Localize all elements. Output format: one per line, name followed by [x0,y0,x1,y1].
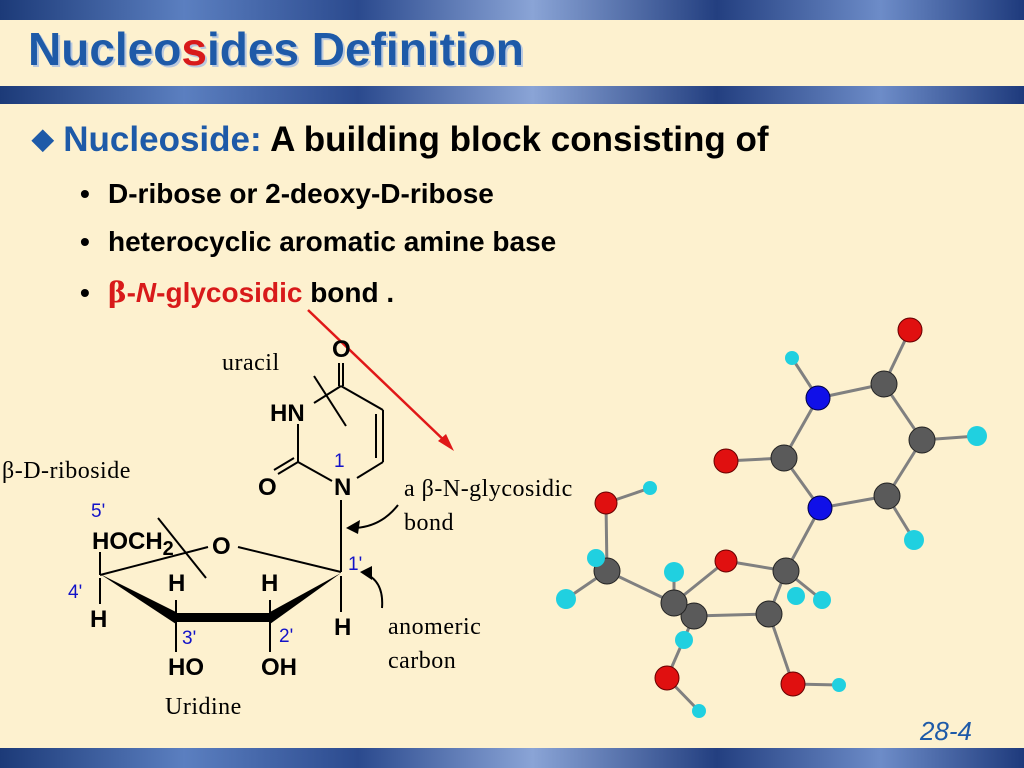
compound-name: Uridine [165,694,242,720]
top-decorative-band [0,0,1024,20]
title-highlight: s [181,23,207,75]
beta-symbol: β [108,276,127,309]
bullet-dot-icon: • [80,226,90,257]
sub-bullet-text: heterocyclic aromatic amine base [108,226,557,257]
title-underline-band [0,86,1024,104]
ribose-ring [99,517,342,652]
title-part-2: ides Definition [206,23,524,75]
anomeric-arrowhead [360,566,372,580]
glycosidic-arrowhead [346,520,360,534]
atom-o-top: O [332,336,351,363]
slide-title: Nucleosides Definition [28,22,524,76]
uracil-ring [273,363,384,482]
number-c3: 3' [182,628,197,649]
anomeric-curved-arrow [365,573,384,609]
number-n1: 1 [334,451,345,472]
page-number: 28-4 [919,716,972,746]
main-bullet: ◆ Nucleoside: A building block consistin… [32,120,769,160]
wedge-bond-bottom [176,613,270,622]
atom-h-c1: H [334,614,352,641]
atom-hoch2: HOCH2 [92,528,174,560]
atom-o-left: O [258,474,277,501]
dash-text: - [126,277,136,308]
main-bullet-term: Nucleoside: [63,120,262,159]
atom-n1: N [334,474,352,501]
main-bullet-text: A building block consisting of [261,120,769,159]
atom-h-c2: H [261,570,279,597]
sub-bullet-text: D-ribose or 2-deoxy-D-ribose [108,178,494,209]
number-c1: 1' [348,554,363,575]
anomeric-label-line2: carbon [388,648,457,674]
anomeric-label-line1: anomeric [388,614,482,640]
number-c5: 5' [91,501,106,522]
bond-text: bond . [302,277,395,308]
atom-o-ring: O [212,533,231,560]
bullet-dot-icon: • [80,178,90,209]
wedge-bond-left [100,574,176,624]
wedge-bond-right [270,573,341,624]
glycosidic-text: -glycosidic [156,277,303,308]
atom-h-c3: H [168,570,186,597]
riboside-label: β-D-riboside [2,458,131,484]
sub-bullet-3: • β-N-glycosidic bond . [80,276,394,309]
ball-stick-bonds [565,329,978,713]
glycosidic-label-line2: bond [404,510,454,536]
bullet-dot-icon: • [80,277,90,308]
number-c2: 2' [279,626,294,647]
pointer-arrow [307,309,451,447]
sub-bullet-2: • heterocyclic aromatic amine base [80,226,556,258]
ball-stick-atoms [556,317,987,718]
atom-ho: HO [168,654,204,681]
atom-h-c4: H [90,606,108,633]
atom-oh: OH [261,654,297,681]
atom-hn: HN [270,400,305,427]
glycosidic-label-line1: a β-N-glycosidic [404,476,573,502]
diamond-bullet-icon: ◆ [32,123,54,154]
number-c4: 4' [68,582,83,603]
uracil-label: uracil [222,350,280,376]
title-part-1: Nucleo [28,23,182,75]
bottom-decorative-band [0,748,1024,768]
pointer-arrowhead [438,434,454,451]
sub-bullet-1: • D-ribose or 2-deoxy-D-ribose [80,178,494,210]
n-italic: N [135,277,157,308]
